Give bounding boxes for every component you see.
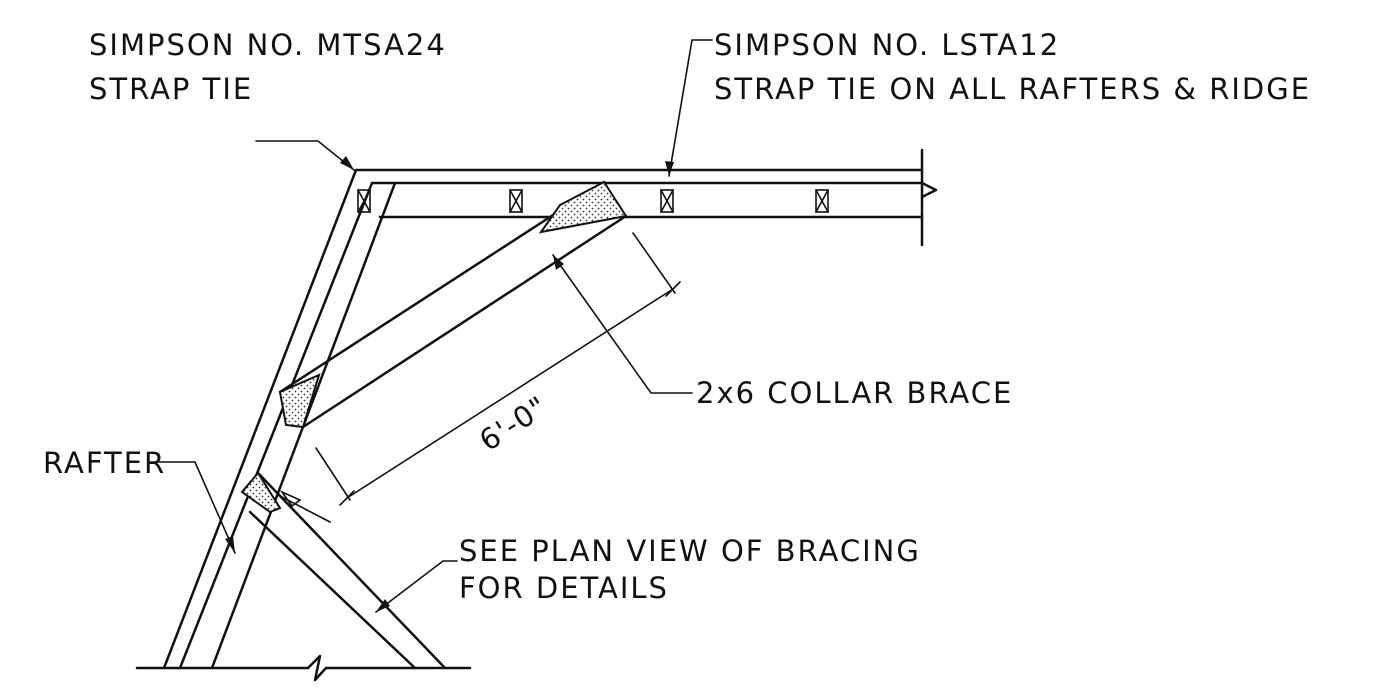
leader-lines	[149, 39, 713, 613]
strap-tie-blocks	[357, 189, 829, 213]
ground-line	[135, 654, 472, 682]
bracing-label-line1: SEE PLAN VIEW OF BRACING	[459, 534, 921, 568]
strap-tie-block	[509, 189, 523, 213]
dimension-label: 6'-0"	[473, 389, 553, 458]
collar-brace	[278, 180, 628, 429]
rafter-member	[162, 168, 397, 670]
mtsa24-label-line2: STRAP TIE	[89, 72, 253, 106]
ridge-beam	[354, 148, 938, 247]
mtsa24-label-line1: SIMPSON NO. MTSA24	[89, 28, 447, 62]
lsta12-label-line2: STRAP TIE ON ALL RAFTERS & RIDGE	[714, 72, 1311, 106]
strap-tie-block	[815, 189, 829, 213]
lsta12-label-line1: SIMPSON NO. LSTA12	[714, 28, 1060, 62]
strap-tie-block	[660, 189, 674, 213]
bracing-label-line2: FOR DETAILS	[459, 571, 669, 605]
rafter-label: RAFTER	[43, 446, 166, 480]
dimension-line	[315, 232, 681, 506]
collar-brace-label: 2x6 COLLAR BRACE	[696, 376, 1013, 410]
diagonal-bracing	[240, 471, 447, 670]
